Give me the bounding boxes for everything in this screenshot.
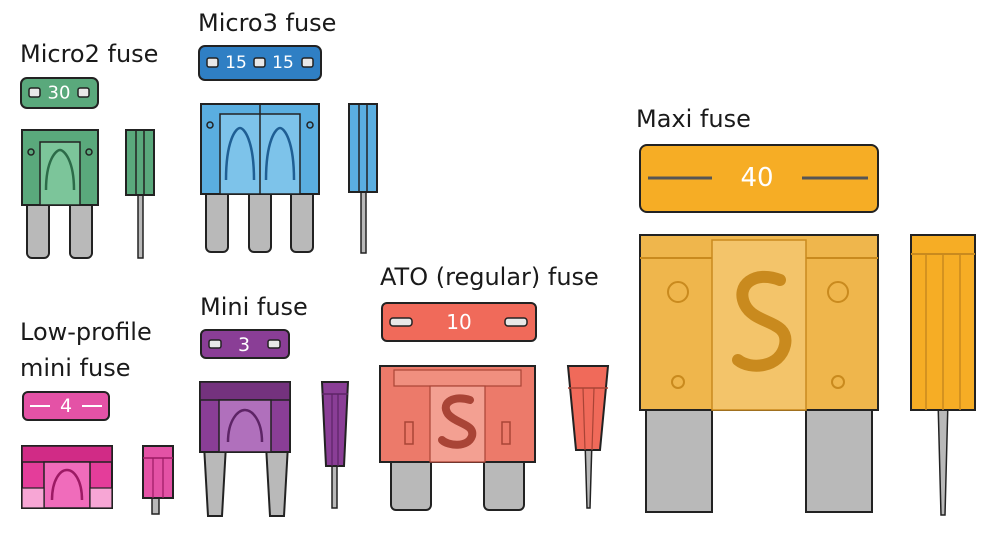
low-profile-title-line1: Low-profile: [20, 318, 152, 346]
micro2-front-view: [21, 129, 99, 259]
micro3-rating-right: 15: [272, 53, 294, 73]
ato-title: ATO (regular) fuse: [380, 263, 599, 291]
micro2-top-view: 30: [20, 77, 99, 109]
micro2-fuse: Micro2 fuse 30: [20, 40, 158, 259]
mini-title: Mini fuse: [200, 293, 308, 321]
low-profile-front-view: [21, 445, 113, 509]
mini-top-view: 3: [200, 329, 290, 359]
low-profile-title-line2: mini fuse: [20, 354, 130, 382]
micro3-title: Micro3 fuse: [198, 9, 336, 37]
maxi-title: Maxi fuse: [636, 105, 751, 133]
ato-front-view: [379, 365, 536, 511]
micro2-title: Micro2 fuse: [20, 40, 158, 68]
micro3-front-view: [200, 103, 320, 253]
micro2-side-view: [125, 129, 155, 259]
ato-fuse: ATO (regular) fuse 10: [379, 263, 610, 511]
ato-rating: 10: [446, 310, 471, 334]
low-profile-rating: 4: [60, 395, 72, 417]
mini-front-view: [199, 381, 291, 517]
maxi-fuse: Maxi fuse 40: [636, 105, 976, 516]
ato-side-view: [566, 365, 610, 509]
micro3-top-view: 15 15: [198, 45, 322, 81]
low-profile-mini-fuse: Low-profile mini fuse 4: [20, 318, 174, 515]
mini-rating: 3: [238, 334, 250, 356]
micro3-side-view: [348, 103, 378, 254]
maxi-top-view: 40: [639, 144, 879, 213]
micro3-fuse: Micro3 fuse 15 15: [198, 9, 378, 254]
low-profile-top-view: 4: [22, 391, 110, 421]
micro2-rating: 30: [48, 83, 71, 104]
micro3-rating-left: 15: [225, 53, 247, 73]
low-profile-side-view: [142, 445, 174, 515]
maxi-rating: 40: [740, 163, 773, 193]
mini-side-view: [320, 381, 350, 509]
maxi-side-view: [910, 234, 976, 516]
maxi-front-view: [639, 234, 879, 513]
ato-top-view: 10: [381, 302, 537, 342]
mini-fuse: Mini fuse 3: [199, 293, 350, 517]
